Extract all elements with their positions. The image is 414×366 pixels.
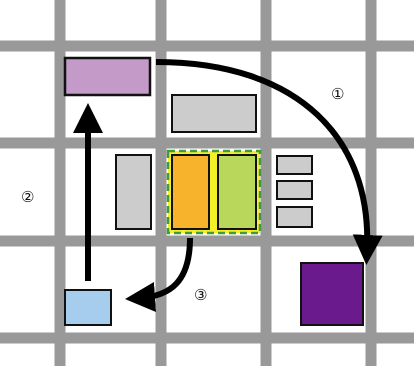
- label-three: ③: [194, 286, 208, 304]
- arrow-3-curve: [125, 237, 193, 312]
- block-lime: [217, 154, 257, 230]
- arrow-1-curve: [155, 59, 383, 265]
- block-gray-wide: [171, 94, 257, 133]
- block-gray-small-3: [276, 206, 313, 228]
- block-purple-dark: [300, 262, 364, 326]
- block-gray-tall: [115, 154, 152, 230]
- label-one: ①: [331, 85, 345, 103]
- block-purple-light: [63, 56, 152, 97]
- block-orange: [171, 154, 210, 230]
- block-blue: [64, 289, 112, 326]
- label-two: ②: [21, 188, 35, 206]
- highlight-dashed-border: [166, 149, 262, 235]
- block-gray-small-1: [276, 155, 313, 175]
- block-gray-small-2: [276, 180, 313, 200]
